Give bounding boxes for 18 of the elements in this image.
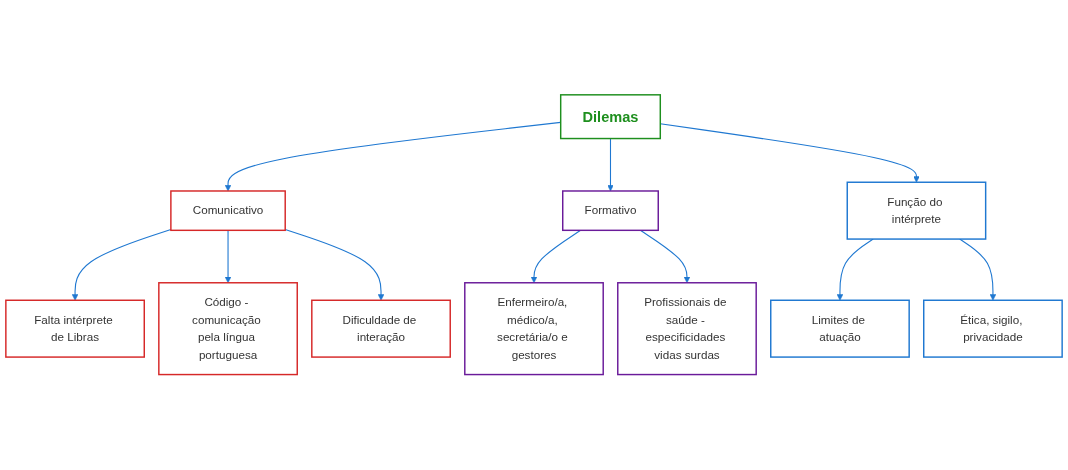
node-box: Função do intérprete — [846, 181, 987, 241]
node-box: Comunicativo — [170, 190, 286, 232]
arrow — [530, 230, 582, 284]
arrow — [284, 229, 385, 301]
node-box: Código - comunicação pela língua portuguesa — [158, 282, 298, 376]
arrow — [224, 230, 232, 284]
node-box: Falta intérprete de Libras — [5, 299, 145, 359]
arrow — [959, 238, 997, 301]
node-box: Dificuldade de interação — [311, 299, 451, 359]
node-box: Limites de atuação — [770, 299, 910, 359]
arrow — [836, 238, 874, 301]
node-box: Ética, sigilo, privacidade — [923, 299, 1063, 359]
node-box: Formativo — [562, 190, 659, 232]
node-box: Enfermeiro/a, médico/a, secretária/o e gestores — [464, 282, 604, 376]
node-box: Profissionais de saúde - especificidades vidas surdas — [617, 282, 757, 376]
node-box: Dilemas — [559, 94, 661, 140]
arrow — [607, 138, 614, 192]
arrow — [639, 230, 691, 284]
